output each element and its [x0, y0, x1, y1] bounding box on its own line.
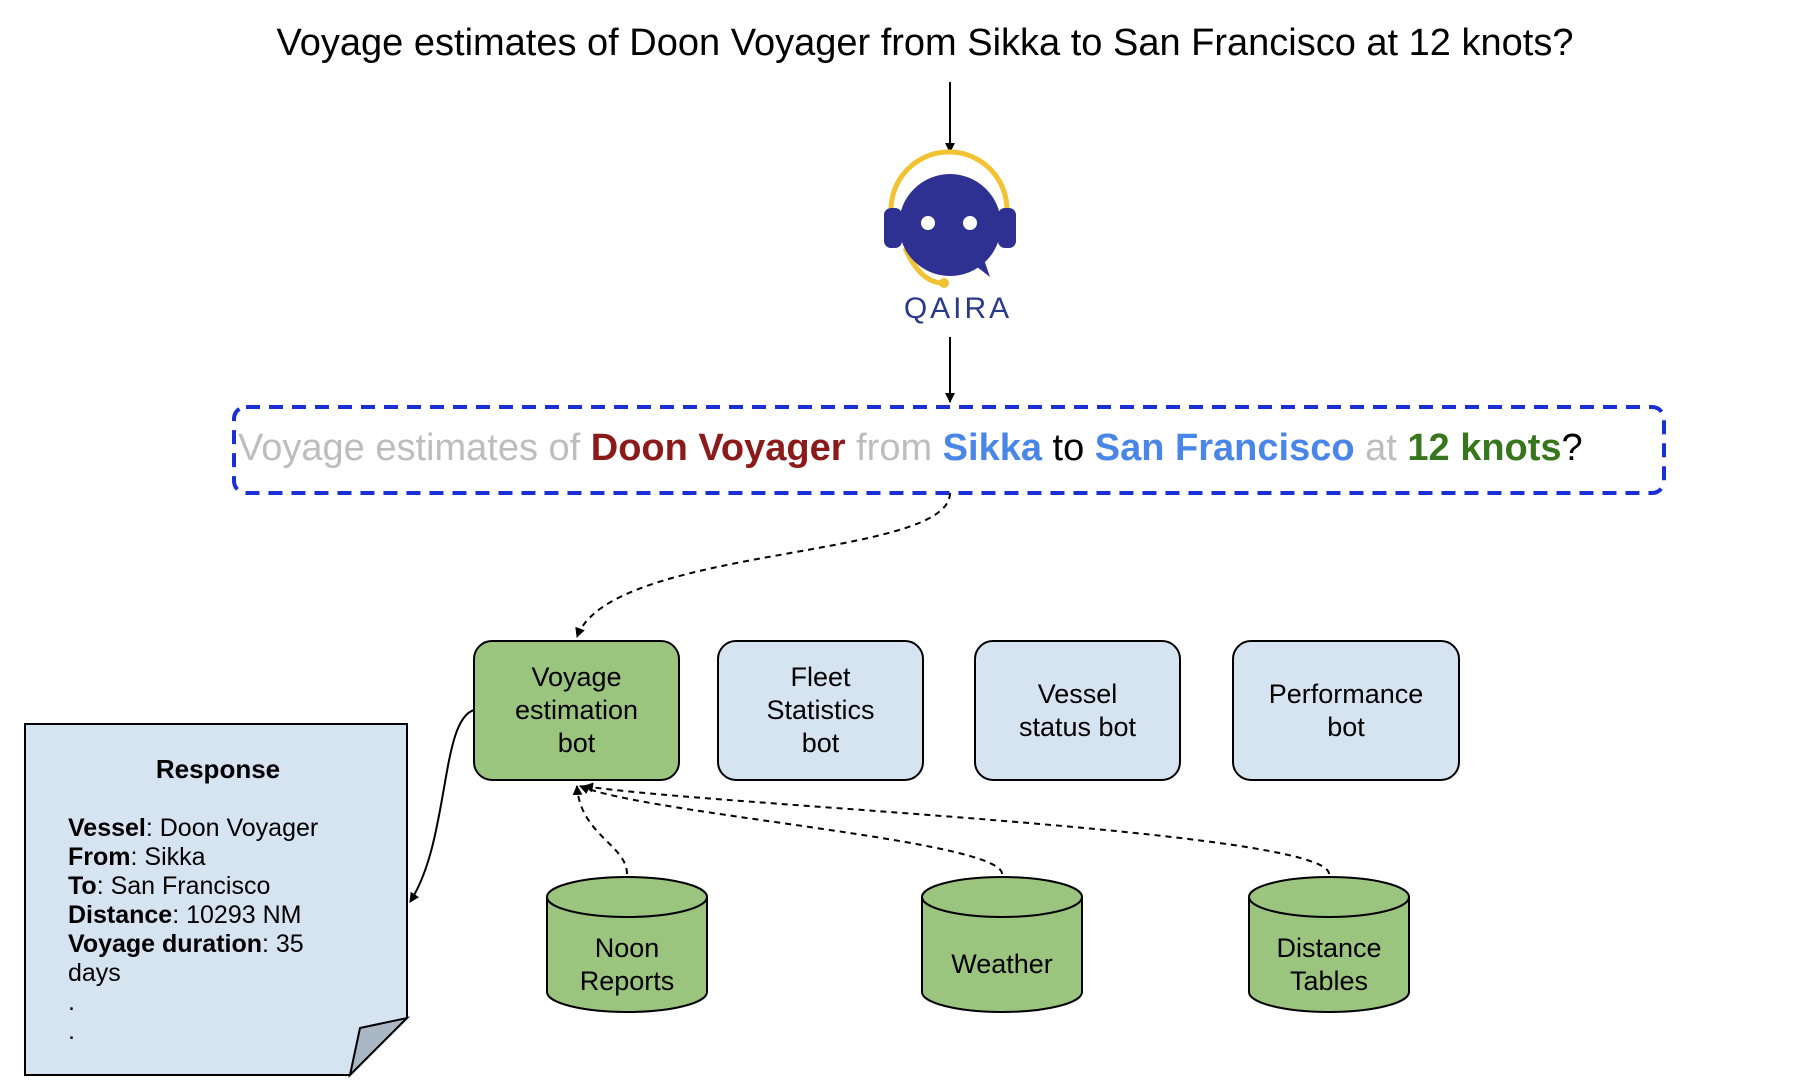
response-field-value: : Sikka — [130, 843, 206, 871]
response-field-label: Vessel — [68, 814, 146, 842]
data-source-label-line: Distance — [1276, 932, 1382, 963]
bot-box-fleet[interactable] — [717, 640, 924, 781]
data-source-weather: Weather — [922, 917, 1082, 1012]
bot-voyage-estimation[interactable]: Voyage estimation bot — [474, 641, 679, 780]
parsed-entity-vessel: Doon Voyager — [590, 427, 846, 469]
bot-box-performance[interactable] — [1232, 640, 1460, 781]
qaira-headset-icon — [884, 149, 1016, 288]
data-source-label-line: Weather — [951, 949, 1053, 979]
response-field-value: : 10293 NM — [172, 901, 302, 929]
response-note-fold — [348, 1016, 411, 1079]
response-field-label: From — [68, 843, 131, 871]
response-ellipsis: . — [68, 1017, 75, 1045]
response-field-label: Voyage duration — [68, 930, 263, 958]
bot-box-vessel-status[interactable] — [974, 640, 1181, 781]
data-source-label-line: Reports — [579, 965, 675, 996]
arrow-noon-to-voyage-bot — [572, 785, 628, 875]
bot-label-line: Vessel — [1037, 678, 1118, 709]
bot-label-line: bot — [557, 728, 596, 758]
arrow-distance-to-voyage-bot — [583, 782, 1330, 875]
bot-label-line: bot — [1327, 711, 1365, 742]
data-source-label-line: Noon — [594, 932, 660, 963]
parsed-query-text: Voyage estimates of Doon Voyager from Si… — [238, 427, 1678, 470]
query-title: Voyage estimates of Doon Voyager from Si… — [276, 22, 1574, 64]
cylinder-distance-tables — [1248, 876, 1410, 1013]
assistant-name: QAIRA — [903, 292, 1013, 325]
response-field-value: : 35 days — [68, 930, 304, 987]
response-field-vessel: Vessel: Doon Voyager — [68, 814, 398, 843]
bot-label-line: Voyage — [531, 662, 622, 692]
parsed-segment-end: ? — [1561, 427, 1583, 469]
bot-label-line: estimation — [514, 695, 639, 725]
bot-performance[interactable]: Performance bot — [1233, 641, 1459, 780]
arrow-parser-to-voyage-bot — [575, 492, 951, 638]
parsed-entity-origin: Sikka — [942, 427, 1042, 469]
qaira-chat-bubble-icon — [899, 174, 1001, 277]
arrow-voyage-bot-to-response — [409, 709, 475, 903]
response-field-duration: Voyage duration: 35 days — [68, 930, 338, 988]
response-field-label: To — [68, 872, 97, 900]
arrow-weather-to-voyage-bot — [579, 784, 1003, 875]
data-source-distance-tables: Distance Tables — [1249, 917, 1409, 1012]
response-title: Response — [155, 754, 281, 784]
data-source-noon-reports: Noon Reports — [547, 917, 707, 1012]
response-field-from: From: Sikka — [68, 843, 398, 872]
data-source-label-line: Tables — [1289, 965, 1369, 996]
bot-label-line: Statistics — [766, 695, 875, 725]
bot-label-line: status bot — [1018, 711, 1137, 742]
cylinder-noon-reports — [546, 876, 708, 1013]
parsed-segment-from: from — [845, 427, 943, 469]
parsed-segment-prefix: Voyage estimates of — [238, 427, 591, 469]
response-field-label: Distance — [68, 901, 173, 929]
parsed-entity-speed: 12 knots — [1407, 427, 1562, 469]
parsed-entity-destination: San Francisco — [1094, 427, 1355, 469]
parsed-segment-to: to — [1041, 427, 1095, 469]
bot-label-line: Performance — [1268, 678, 1424, 709]
bot-fleet-statistics[interactable]: Fleet Statistics bot — [718, 641, 923, 780]
bot-label-line: Fleet — [790, 662, 851, 692]
response-field-value: : San Francisco — [96, 872, 271, 900]
response-panel: Response Vessel: Doon Voyager From: Sikk… — [68, 755, 398, 1046]
parsed-segment-at: at — [1354, 427, 1408, 469]
cylinder-weather — [921, 876, 1083, 1013]
response-ellipsis: . — [68, 988, 75, 1016]
response-field-distance: Distance: 10293 NM — [68, 901, 398, 930]
response-field-value: : Doon Voyager — [145, 814, 319, 842]
response-field-to: To: San Francisco — [68, 872, 398, 901]
bot-label-line: bot — [801, 728, 840, 758]
bot-vessel-status[interactable]: Vessel status bot — [975, 641, 1180, 780]
